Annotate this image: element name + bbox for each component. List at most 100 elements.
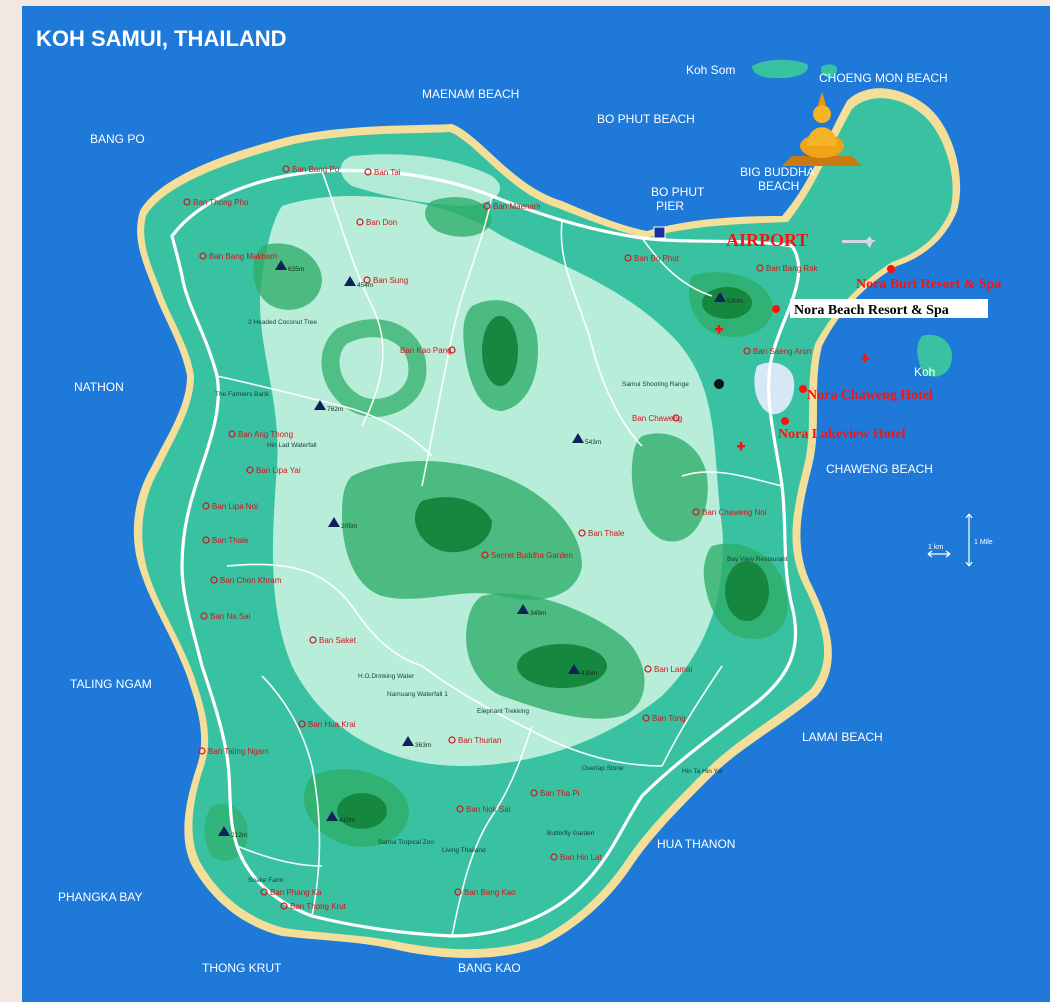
label-hua-thanon: HUA THANON: [657, 837, 735, 851]
scale-bar: 1 km 1 Mile: [927, 513, 993, 567]
village-ban-chaweng: Ban Chaweng: [632, 414, 682, 423]
forest-north-b: [425, 197, 492, 237]
ring-road: [170, 168, 801, 938]
label-taling-ngam: TALING NGAM: [70, 677, 152, 691]
village-ban-sung: Ban Sung: [373, 276, 408, 285]
label-nora-lakeview[interactable]: Nora Lakeview Hotel: [778, 427, 906, 442]
village-dot: [642, 714, 650, 722]
village-dot: [280, 902, 288, 910]
village-dot: [363, 276, 371, 284]
place-farmers-bank: The Farmers Bank: [215, 391, 270, 398]
peak-label: 635m: [288, 266, 304, 273]
shooting-range-marker[interactable]: [714, 379, 724, 389]
place-healing-water: H.O.Drinking Water: [358, 673, 415, 680]
village-ban-thurian: Ban Thurian: [458, 736, 501, 745]
peak-icon: [328, 517, 340, 527]
village-dot: [743, 347, 751, 355]
forest-east-b: [631, 433, 708, 542]
hotel-marker-nora-beach[interactable]: [772, 305, 780, 313]
peak-label: 363m: [415, 742, 431, 749]
big-buddha-icon: [782, 92, 862, 166]
village-ban-saket: Ban Saket: [319, 636, 357, 645]
villages: Ban Bang Po Ban Tai Ban Thong Pho Ban Do…: [183, 165, 819, 911]
village-ban-thong-krut: Ban Thong Krut: [290, 902, 347, 911]
village-dot: [309, 636, 317, 644]
inner-roads: [216, 170, 783, 937]
village-dot: [756, 264, 764, 272]
village-secret-garden: Secret Buddha Garden: [491, 551, 573, 560]
hotel-marker-nora-buri[interactable]: [887, 265, 895, 273]
forest-core-east: [725, 561, 769, 621]
label-samui-shooting: Samui Shooting Range: [622, 381, 689, 388]
village-ban-kao-pang: Ban Kao Pang: [400, 346, 452, 355]
village-ban-saeng-arun: Ban Saeng Arun: [753, 347, 811, 356]
place-bay-view: Bay View Restaurant: [727, 556, 788, 563]
peak-icon: [218, 826, 230, 836]
peak-label: 454m: [357, 282, 373, 289]
place-snake-farm: Snake Farm: [248, 877, 283, 884]
village-dot: [183, 198, 191, 206]
map[interactable]: KOH SAMUI, THAILAND MAENAM BEACH BO PHUT…: [22, 6, 1050, 1002]
forest-core-south: [517, 644, 607, 688]
village-dot: [260, 888, 268, 896]
village-ban-tai: Ban Tai: [374, 168, 401, 177]
nora-beach-label-bg: [790, 299, 988, 318]
map-title: KOH SAMUI, THAILAND: [36, 26, 287, 51]
peaks: 635m 454m 762m 205m 543m 410m 363m 349m …: [218, 260, 743, 839]
village-ban-bang-rak: Ban Bang Rak: [766, 264, 819, 273]
label-airport[interactable]: AIRPORT: [726, 230, 808, 250]
airplane-icon: [842, 236, 876, 248]
islet-ne: [821, 64, 838, 78]
label-bo-phut-beach: BO PHUT BEACH: [597, 112, 695, 126]
scale-mile: 1 Mile: [974, 539, 993, 546]
village-ban-phang-ka: Ban Phang Ka: [270, 888, 322, 897]
village-dot: [483, 202, 491, 210]
peak-icon: [714, 292, 726, 302]
lowland-north: [340, 154, 501, 206]
peak-label: 349m: [530, 610, 546, 617]
peak-icon: [314, 400, 326, 410]
village-ban-na-sai: Ban Na Sai: [210, 612, 251, 621]
village-dot: [672, 414, 680, 422]
koh-matlang-island: [917, 334, 952, 377]
village-dot: [198, 747, 206, 755]
village-dot: [530, 789, 538, 797]
label-phangka-bay: PHANGKA BAY: [58, 890, 142, 904]
village-dot: [644, 665, 652, 673]
village-dot: [200, 612, 208, 620]
village-ban-thale: Ban Thale: [212, 536, 249, 545]
peak-label: 205m: [341, 523, 357, 530]
label-nora-chaweng[interactable]: Nora Chaweng Hotel: [807, 388, 933, 403]
village-ban-chon-khram: Ban Chon Khram: [220, 576, 282, 585]
village-ban-nok-sai: Ban Nok Sai: [466, 805, 511, 814]
places: The Farmers Bank 2 Headed Coconut Tree N…: [215, 319, 788, 884]
label-lamai-beach: LAMAI BEACH: [802, 730, 883, 744]
peak-icon: [517, 604, 529, 614]
village-ban-lipa-yai: Ban Lipa Yai: [256, 466, 301, 475]
place-living-thailand: Living Thailand: [442, 847, 486, 854]
forest-core-ne: [702, 287, 752, 319]
label-bang-kao: BANG KAO: [458, 961, 521, 975]
village-ban-don: Ban Don: [366, 218, 397, 227]
village-dot: [692, 508, 700, 516]
village-dot: [624, 254, 632, 262]
hotel-marker-nora-chaweng[interactable]: [799, 385, 807, 393]
village-dot: [202, 502, 210, 510]
peak-icon: [402, 736, 414, 746]
peak-icon: [568, 664, 580, 674]
peak-label: 543m: [585, 439, 601, 446]
village-dot: [456, 805, 464, 813]
label-maenam-beach: MAENAM BEACH: [422, 87, 519, 101]
place-overlap-stone: Overlap Stone: [582, 765, 624, 772]
village-ban-bang-kao: Ban Bang Kao: [464, 888, 516, 897]
label-nora-beach[interactable]: Nora Beach Resort & Spa: [794, 303, 949, 318]
hotel-marker-nora-lakeview[interactable]: [781, 417, 789, 425]
village-dot: [210, 576, 218, 584]
scale-km: 1 km: [928, 544, 943, 551]
label-big-buddha-beach: BEACH: [758, 179, 799, 193]
label-nora-buri[interactable]: Nora Buri Resort & Spa: [856, 277, 1001, 292]
village-dot: [199, 252, 207, 260]
chaweng-lake: [754, 362, 795, 415]
place-samui-tropical-zoo: Samui Tropical Zoo: [378, 839, 434, 846]
peak-icon: [344, 276, 356, 286]
